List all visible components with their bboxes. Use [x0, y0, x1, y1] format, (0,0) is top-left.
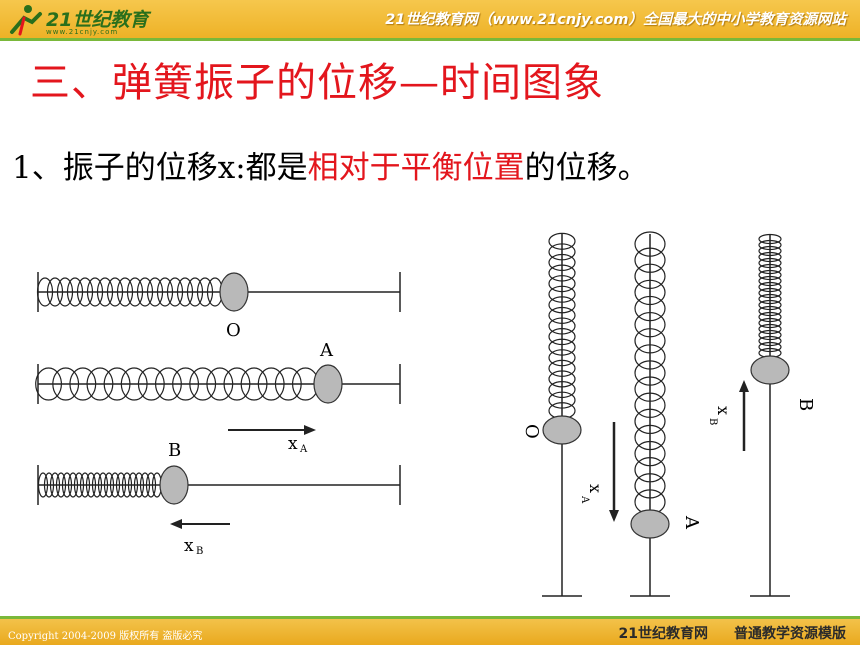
ball-at-B: [159, 465, 189, 505]
footer-template: 普通教学资源模版: [734, 626, 846, 642]
header-tagline: 21世纪教育网（www.21cnjy.com）全国最大的中小学教育资源网站: [385, 12, 846, 28]
h-label-A: A: [319, 340, 334, 361]
v-label-A: A: [681, 515, 702, 530]
line1-suffix: 的位移。: [524, 150, 649, 186]
v-ball-at-A: [630, 509, 670, 539]
ball-at-O: [219, 272, 249, 312]
footer-links: 21世纪教育网 普通教学资源模版: [593, 623, 846, 643]
bullet-line-1: 1、振子的位移x:都是相对于平衡位置的位移。: [12, 142, 649, 187]
v-label-B: B: [795, 398, 816, 411]
running-figure-icon: [10, 5, 42, 36]
v-label-xB-sub: B: [707, 418, 718, 425]
header-bar: [0, 0, 860, 38]
ball-at-A: [313, 364, 343, 404]
xB-arrowhead: [170, 519, 182, 529]
h-label-xB: x: [184, 536, 194, 556]
h-label-B: B: [168, 440, 181, 461]
v-xA-arrowhead: [609, 510, 619, 522]
v-label-xB: x: [714, 406, 733, 415]
footer-site: 21世纪教育网: [618, 626, 708, 642]
slide-title: 三、弹簧振子的位移—时间图象: [30, 60, 604, 106]
v-xB-arrowhead: [739, 380, 749, 392]
v-ball-at-B: [750, 355, 790, 385]
h-label-O: O: [226, 320, 241, 341]
footer-copyright: Copyright 2004-2009 版权所有 盗版必究: [8, 631, 203, 642]
v-label-O: O: [521, 424, 542, 439]
h-label-xB-sub: B: [196, 546, 203, 557]
xA-arrowhead: [304, 425, 316, 435]
h-label-xA-sub: A: [299, 444, 308, 455]
line1-highlight: 相对于平衡位置: [307, 150, 525, 186]
header-divider: [0, 38, 860, 41]
logo-text: 21世纪教育: [46, 9, 149, 31]
site-logo: 21世纪教育 www.21cnjy.com: [6, 2, 156, 38]
v-label-xA: x: [586, 484, 605, 493]
vertical-oscillator-figure: O A B x A x B: [486, 226, 820, 604]
h-label-xA: x: [288, 434, 298, 454]
v-ball-at-O: [542, 415, 582, 445]
horizontal-oscillator-figure: O A B x A x B: [34, 240, 406, 570]
footer-bar: [0, 619, 860, 645]
footer-divider: [0, 616, 860, 619]
v-label-xA-sub: A: [579, 495, 590, 504]
logo-url: www.21cnjy.com: [46, 28, 119, 36]
line1-prefix: 1、振子的位移x:都是: [12, 150, 308, 186]
